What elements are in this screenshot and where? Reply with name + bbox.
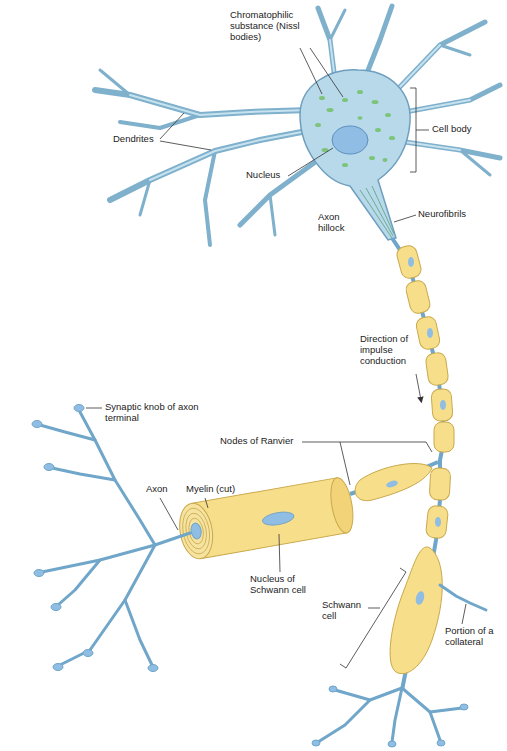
part-label: Neurofibrils bbox=[418, 209, 488, 220]
part-label: Chromatophilic substance (Nissl bodies) bbox=[230, 10, 318, 43]
part-label: Myelin (cut) bbox=[186, 484, 256, 495]
part-label: Direction of impulse conduction bbox=[360, 334, 416, 367]
part-label: Portion of a collateral bbox=[445, 626, 503, 648]
part-label: Nucleus bbox=[246, 170, 288, 181]
part-label: Schwann cell bbox=[322, 600, 366, 622]
part-label: Axon hillock bbox=[318, 212, 356, 234]
part-label: Dendrites bbox=[113, 134, 161, 145]
part-label: Axon bbox=[146, 484, 174, 495]
part-label: Nodes of Ranvier bbox=[220, 436, 305, 447]
part-label: Nucleus of Schwann cell bbox=[250, 574, 314, 596]
part-label: Cell body bbox=[432, 124, 492, 135]
part-label: Synaptic knob of axon terminal bbox=[105, 402, 230, 424]
